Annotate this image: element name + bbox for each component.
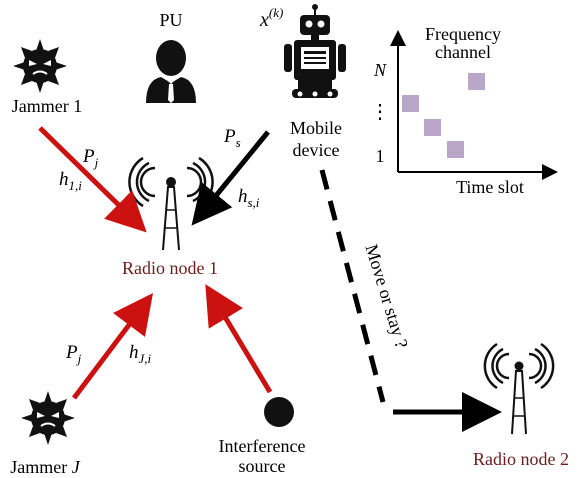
channel-h1i-label: h1,i <box>59 169 82 193</box>
inset-title-line2: channel <box>435 42 491 62</box>
channel-slot-square <box>402 95 419 112</box>
mobile-device-label-line1: Mobile <box>290 118 342 138</box>
interference-source-label-line2: source <box>239 456 286 476</box>
radio-node-2-label: Radio node 2 <box>473 449 569 469</box>
channel-hJi-label: hJ,i <box>129 342 152 366</box>
interference-source-icon <box>264 397 294 427</box>
frequency-time-inset: Frequency channel N ⋮ 1 Time slot <box>370 24 558 197</box>
ps-base: P <box>223 126 236 147</box>
arrow-jammer1-to-node1 <box>38 126 147 233</box>
hsi-base: h <box>238 186 248 207</box>
interference-source-label-line1: Interference <box>219 436 306 456</box>
inset-y-dots: ⋮ <box>370 101 390 123</box>
ps-sub: s <box>236 135 241 150</box>
pj-lower-sub: j <box>76 351 82 366</box>
radio-node-1-label: Radio node 1 <box>122 258 218 278</box>
inset-y-top-label: N <box>373 60 387 80</box>
arrow-jammerj-to-node1 <box>72 293 154 400</box>
power-ps-label: Ps <box>223 126 241 150</box>
arrow-mobile-to-node1 <box>191 130 270 226</box>
arrow-move-or-stay-dashed <box>319 169 386 403</box>
h1i-sub: 1,i <box>69 178 83 193</box>
pu-user-icon <box>146 40 196 103</box>
inset-x-label: Time slot <box>456 177 524 197</box>
channel-slot-square <box>447 141 464 158</box>
jammer-j-label-var: J <box>72 457 81 477</box>
robot-mobile-device-icon <box>284 4 346 98</box>
jammer-j-label-prefix: Jammer <box>10 457 71 477</box>
robot-state-label: x(k) <box>259 5 283 31</box>
jammer-j-icon <box>21 391 75 445</box>
h1i-base: h <box>59 169 69 190</box>
hJi-base: h <box>129 342 139 363</box>
move-or-stay-label: Move or stay ? <box>361 242 412 351</box>
jammer-j-label: Jammer J <box>10 457 80 477</box>
robot-state-base: x <box>259 9 269 31</box>
hJi-sub: J,i <box>139 351 152 366</box>
power-pj-label-upper: Pj <box>82 146 99 170</box>
channel-slot-square <box>424 119 441 136</box>
pj-lower-base: P <box>65 342 78 363</box>
power-pj-label-lower: Pj <box>65 342 82 366</box>
radio-node-1-tower-icon <box>128 156 214 251</box>
inset-y-bottom-label: 1 <box>376 146 385 166</box>
arrow-interference-to-node1 <box>205 284 273 394</box>
robot-state-sup: (k) <box>269 5 283 20</box>
pj-upper-sub: j <box>93 155 99 170</box>
pj-upper-base: P <box>82 146 95 167</box>
radio-node-2-tower-icon <box>483 342 555 435</box>
channel-hsi-label: hs,i <box>238 186 260 210</box>
pu-label: PU <box>159 10 182 30</box>
channel-slot-square <box>468 73 485 90</box>
hsi-sub: s,i <box>248 195 260 210</box>
jammer-1-label: Jammer 1 <box>12 96 82 116</box>
inset-title-line1: Frequency <box>425 24 501 44</box>
jammer-1-icon <box>13 39 67 93</box>
mobile-device-label-line2: device <box>293 140 340 160</box>
